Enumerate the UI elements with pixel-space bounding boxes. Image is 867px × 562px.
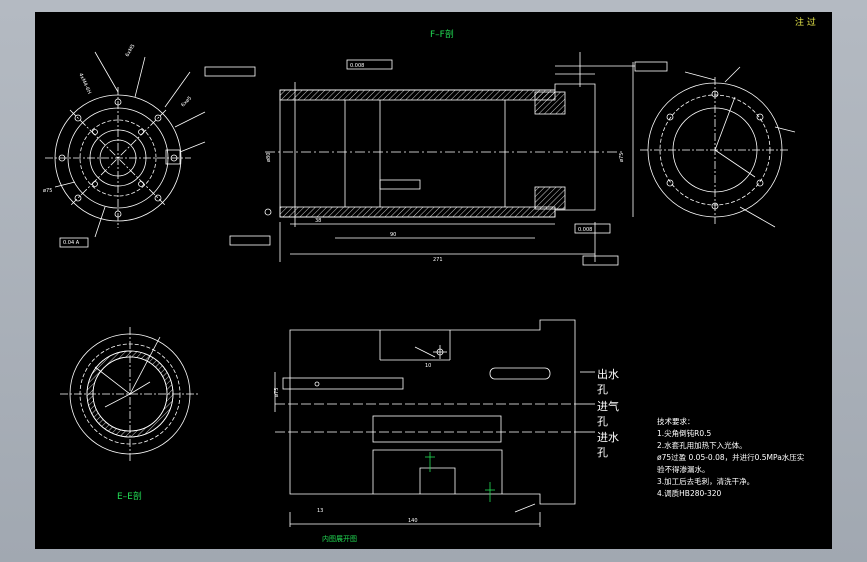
tech-requirements: 技术要求： 1.尖角倒钝R0.5 2.水套孔用加热下入光体。 ø75过盈 0.0…	[657, 416, 805, 498]
top-right-label: 注 过	[795, 16, 816, 28]
svg-text:0.008: 0.008	[578, 227, 592, 233]
svg-text:90: 90	[390, 232, 396, 238]
svg-text:0.04 A: 0.04 A	[63, 240, 80, 246]
section-ee-view	[60, 327, 200, 462]
outlet-water-label-2: 孔	[597, 383, 608, 396]
svg-text:4xM4-6H: 4xM4-6H	[77, 72, 92, 95]
svg-text:13: 13	[317, 508, 323, 514]
svg-text:140: 140	[408, 518, 418, 524]
hole-labels: 出水 孔 进气 孔 进水 孔	[597, 367, 619, 459]
section-ff-title: F–F剖	[430, 28, 454, 40]
tech-req-line-1: 1.尖角倒钝R0.5	[657, 428, 712, 438]
tech-req-line-6: 4.调质HB280-320	[657, 488, 722, 498]
svg-text:ø75: ø75	[43, 188, 52, 194]
unfold-view	[274, 319, 595, 527]
unfold-view-title: 内图展开图	[322, 534, 357, 543]
svg-text:0.008: 0.008	[350, 63, 364, 69]
svg-text:271: 271	[433, 257, 443, 263]
inlet-air-label-2: 孔	[597, 415, 608, 428]
tech-req-line-2: 2.水套孔用加热下入光体。	[657, 440, 747, 450]
right-end-view	[634, 61, 796, 228]
svg-text:10: 10	[425, 363, 431, 369]
unfold-dims: 140 13 10 ø75	[274, 363, 431, 524]
svg-text:38: 38	[315, 218, 321, 224]
flange-end-view	[45, 51, 256, 248]
tech-req-line-5: 3.加工后去毛刺，清洗干净。	[657, 476, 754, 486]
tech-req-line-3: ø75过盈 0.05-0.08，并进行0.5MPa水压实	[657, 452, 805, 462]
inlet-water-label-2: 孔	[597, 446, 608, 459]
svg-text:ø75: ø75	[274, 388, 280, 397]
tech-req-title: 技术要求：	[657, 416, 695, 426]
svg-text:6xM5: 6xM5	[125, 43, 137, 58]
tech-req-line-4: 验不得渗漏水。	[657, 464, 710, 474]
unfold-green-marks	[425, 452, 495, 502]
inlet-air-label-1: 进气	[597, 399, 619, 413]
outlet-water-label-1: 出水	[597, 367, 619, 381]
section-ff-view	[229, 52, 635, 266]
section-ff-dims: 271 90 38 ø80 ø75 0.008 0.008	[266, 63, 625, 263]
svg-text:6xø5: 6xø5	[180, 95, 193, 108]
drawing-canvas: 注 过 4xM4-6H 6xM5 6xø5 ø75 0.04 A	[43, 16, 816, 543]
section-ee-title: E–E剖	[117, 490, 142, 502]
svg-text:ø75: ø75	[619, 153, 625, 162]
drawing-sheet[interactable]: 注 过 4xM4-6H 6xM5 6xø5 ø75 0.04 A	[35, 12, 832, 549]
svg-text:ø80: ø80	[266, 153, 272, 162]
inlet-water-label-1: 进水	[597, 431, 619, 444]
